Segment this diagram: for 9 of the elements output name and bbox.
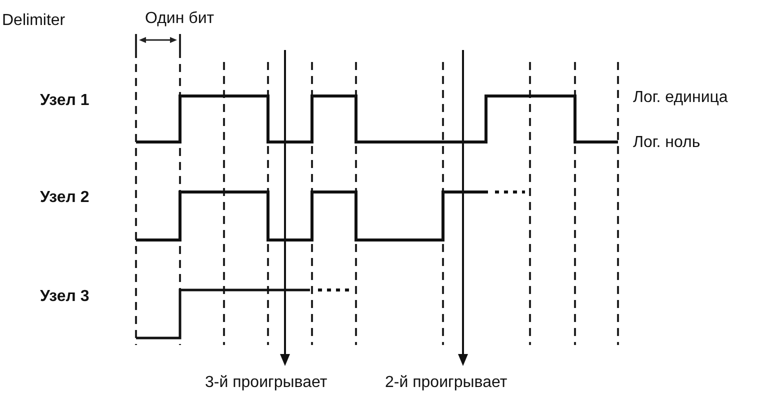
row-label: Узел 2 (40, 189, 90, 207)
caption-text: 2-й проигрывает (385, 374, 508, 392)
caption-text: Один бит (145, 10, 214, 28)
level-label: Лог. единица (633, 89, 728, 107)
level-label: Лог. ноль (633, 134, 700, 152)
row-label: Узел 3 (40, 288, 90, 306)
row-label: Узел 1 (40, 92, 90, 110)
caption-text: 3-й проигрывает (205, 374, 328, 392)
caption-text: Delimiter (2, 12, 66, 30)
